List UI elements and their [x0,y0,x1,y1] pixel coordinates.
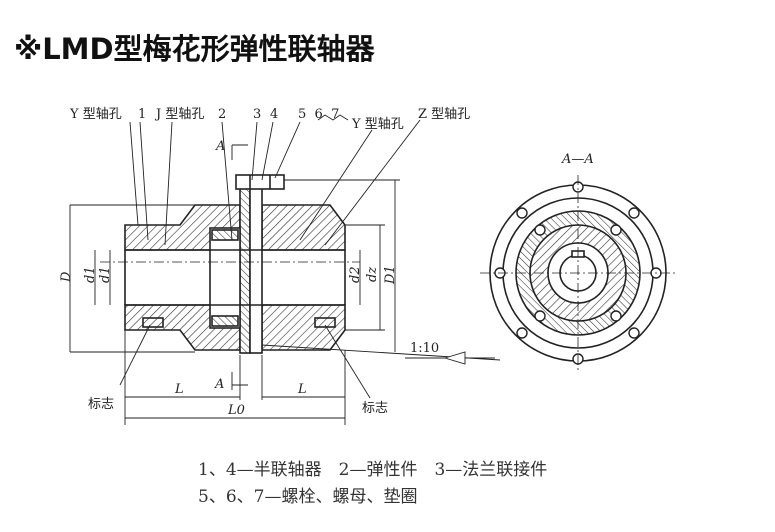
dim-dz: dz [365,267,380,282]
section-a-a-view [480,175,675,372]
page-title: ※LMD型梅花形弹性联轴器 [14,32,375,66]
label-part-1: 1 [138,107,146,122]
dim-d2: d2 [348,266,363,283]
label-part-3: 3 [253,107,261,122]
dim-D1: D1 [383,265,398,285]
label-y-bore-right: Y 型轴孔 [351,117,404,132]
legend-line-2: 5、6、7—螺栓、螺母、垫圈 [198,487,418,507]
label-mark-left: 标志 [88,397,114,412]
label-mark-right: 标志 [362,401,388,416]
label-section-a-top: A [215,139,225,154]
side-section-view [69,114,501,425]
dim-D: D [59,271,74,283]
label-parts-5-6-7: 5 6 7 [298,107,339,122]
label-section-a-bottom: A [214,377,224,392]
label-section-view: A—A [561,152,594,167]
dim-L-right: L [297,382,307,397]
label-taper: 1:10 [410,341,439,356]
label-y-bore-left: Y 型轴孔 [69,107,122,122]
label-part-4: 4 [270,107,278,122]
legend-line-1: 1、4—半联轴器 2—弹性件 3—法兰联接件 [198,460,548,480]
label-z-bore: Z 型轴孔 [418,107,470,122]
label-j-bore: J 型轴孔 [154,107,204,122]
dim-L0: L0 [227,403,245,418]
dim-d1-b: d1 [98,266,113,283]
dim-L-left: L [174,382,184,397]
label-part-2: 2 [218,107,226,122]
dim-d1-a: d1 [83,266,98,283]
